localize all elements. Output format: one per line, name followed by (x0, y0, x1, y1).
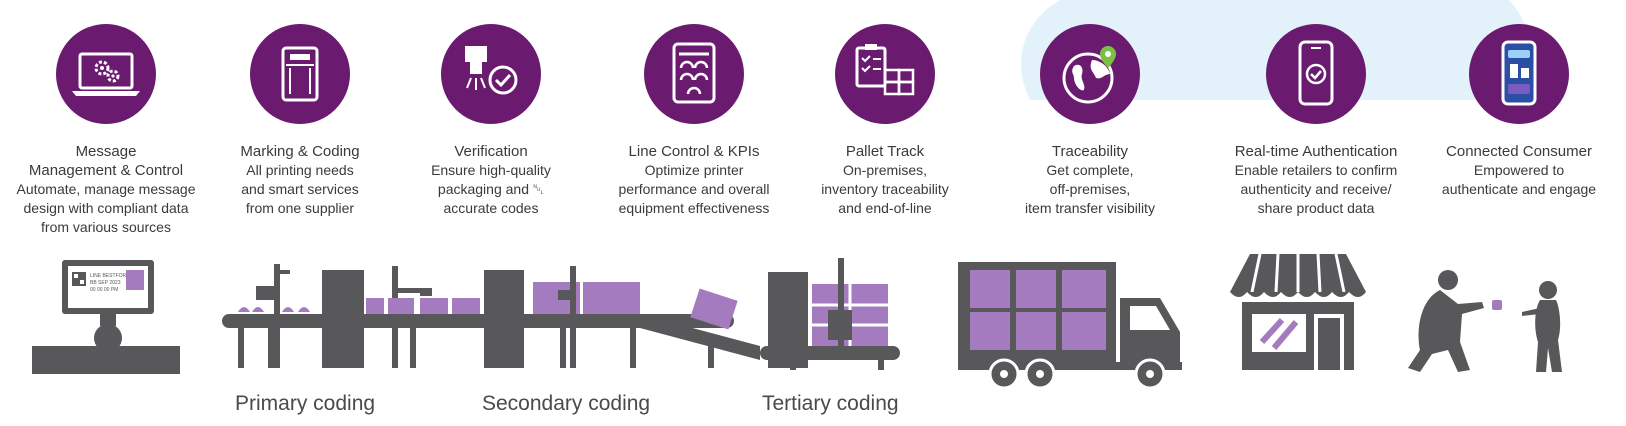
step-desc-line: off-premises, (1049, 181, 1131, 197)
step-desc-line: inventory traceability (821, 181, 949, 197)
step-title: Line Control & KPIs (628, 143, 760, 160)
globe-pin-icon (1040, 24, 1140, 124)
step-desc-line: design with compliant data (23, 200, 189, 216)
phone-check-icon (1266, 24, 1366, 124)
screen-text-line: 00 00 00 PM (90, 287, 118, 293)
step-desc-line: On-premises, (842, 162, 928, 178)
step-desc-line: item transfer visibility (1025, 200, 1155, 216)
step-desc-line: Enable retailers to confirm (1234, 162, 1398, 178)
step-desc-line: All printing needs (246, 162, 354, 178)
step-desc-line: equipment effectiveness (618, 200, 770, 216)
step-line-control: Line Control & KPIs Optimize printer per… (589, 24, 799, 218)
clipboard-boxes-icon (835, 24, 935, 124)
production-line-illustration: LINE BESTFORE BB SEP 2023 00 00 00 PM (32, 253, 1562, 415)
step-desc-line: authenticity and receive/ (1240, 181, 1392, 197)
delivery-truck (958, 262, 1182, 390)
step-message-management: Message Management & Control Automate, m… (1, 24, 211, 237)
step-desc-line: share product data (1257, 200, 1375, 216)
step-traceability: Traceability Get complete, off-premises,… (985, 24, 1195, 218)
step-title: Verification (454, 143, 528, 160)
step-desc-line: Empowered to (1473, 162, 1565, 178)
secondary-small-boxes (366, 298, 480, 314)
retail-store (1230, 253, 1366, 370)
step-marking-coding: Marking & Coding All printing needs and … (195, 24, 405, 218)
step-desc-line: Automate, manage message (16, 181, 196, 197)
tablet-gauges-icon (644, 24, 744, 124)
step-verification: Verification Ensure high-quality packagi… (386, 24, 596, 218)
step-title: Connected Consumer (1446, 143, 1592, 160)
step-desc-line: and smart services (241, 181, 359, 197)
consumer-figures (1408, 270, 1562, 372)
step-desc-line: Optimize printer (644, 162, 744, 178)
screen-text-line: LINE BESTFORE (90, 273, 130, 279)
secondary-coding-station (484, 266, 738, 368)
camera-check-icon (441, 24, 541, 124)
step-desc-line: accurate codes (443, 200, 539, 216)
tertiary-coding-label: Tertiary coding (762, 392, 899, 415)
operator-workstation: LINE BESTFORE BB SEP 2023 00 00 00 PM (32, 260, 180, 374)
tertiary-coding-station (768, 258, 890, 368)
laptop-gears-icon (56, 24, 156, 124)
step-title: Real-time Authentication (1234, 143, 1398, 160)
step-desc-line: performance and overall (618, 181, 770, 197)
step-pallet-track: Pallet Track On-premises, inventory trac… (780, 24, 990, 218)
printer-icon (250, 24, 350, 124)
step-title: Pallet Track (845, 143, 925, 160)
step-desc-line: Ensure high-quality (431, 162, 551, 178)
secondary-coding-label: Secondary coding (482, 392, 650, 415)
step-title: Message (75, 143, 137, 160)
step-desc-line: from various sources (41, 219, 171, 235)
primary-products (238, 307, 310, 312)
step-connected-consumer: Connected Consumer Empowered to authenti… (1414, 24, 1624, 199)
step-title-line2: Management & Control (28, 162, 184, 179)
step-desc-line: Get complete, (1046, 162, 1134, 178)
step-desc-line: from one supplier (245, 200, 355, 216)
process-steps: Message Management & Control Automate, m… (0, 24, 1626, 244)
step-title: Marking & Coding (240, 143, 360, 160)
step-desc-line: and end-of-line (838, 200, 932, 216)
step-desc-line: authenticate and engage (1441, 181, 1597, 197)
primary-coding-label: Primary coding (235, 392, 375, 415)
phone-scan-icon (1469, 24, 1569, 124)
step-title: Traceability (1051, 143, 1129, 160)
primary-coding-printer (256, 264, 432, 368)
screen-text-line: BB SEP 2023 (90, 280, 121, 286)
step-realtime-authentication: Real-time Authentication Enable retailer… (1211, 24, 1421, 218)
step-desc-line: packaging and ␀ (437, 181, 545, 197)
